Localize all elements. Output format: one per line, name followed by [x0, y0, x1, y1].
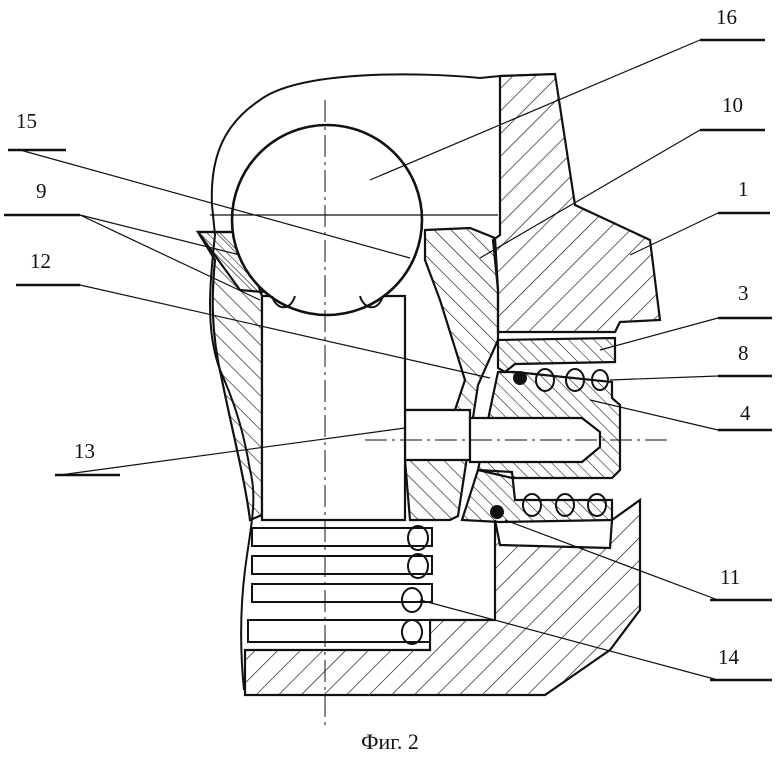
- ball-part-16: [232, 125, 422, 315]
- callout-16: 16: [716, 5, 737, 29]
- callout-15: 15: [16, 109, 37, 133]
- spring-part-14: [248, 526, 432, 644]
- callout-1: 1: [738, 177, 749, 201]
- callout-10: 10: [722, 93, 743, 117]
- housing-part-1: [493, 74, 660, 332]
- callout-14: 14: [718, 645, 740, 669]
- callout-9: 9: [36, 179, 47, 203]
- callout-3: 3: [738, 281, 749, 305]
- callout-4: 4: [740, 401, 751, 425]
- figure-caption: Фиг. 2: [361, 729, 419, 754]
- callout-12: 12: [30, 249, 51, 273]
- callout-8: 8: [738, 341, 749, 365]
- sleeve-part-3: [498, 338, 615, 372]
- callout-13: 13: [74, 439, 95, 463]
- callout-11: 11: [720, 565, 740, 589]
- central-bore: [405, 410, 470, 460]
- vertical-shaft: [262, 296, 405, 520]
